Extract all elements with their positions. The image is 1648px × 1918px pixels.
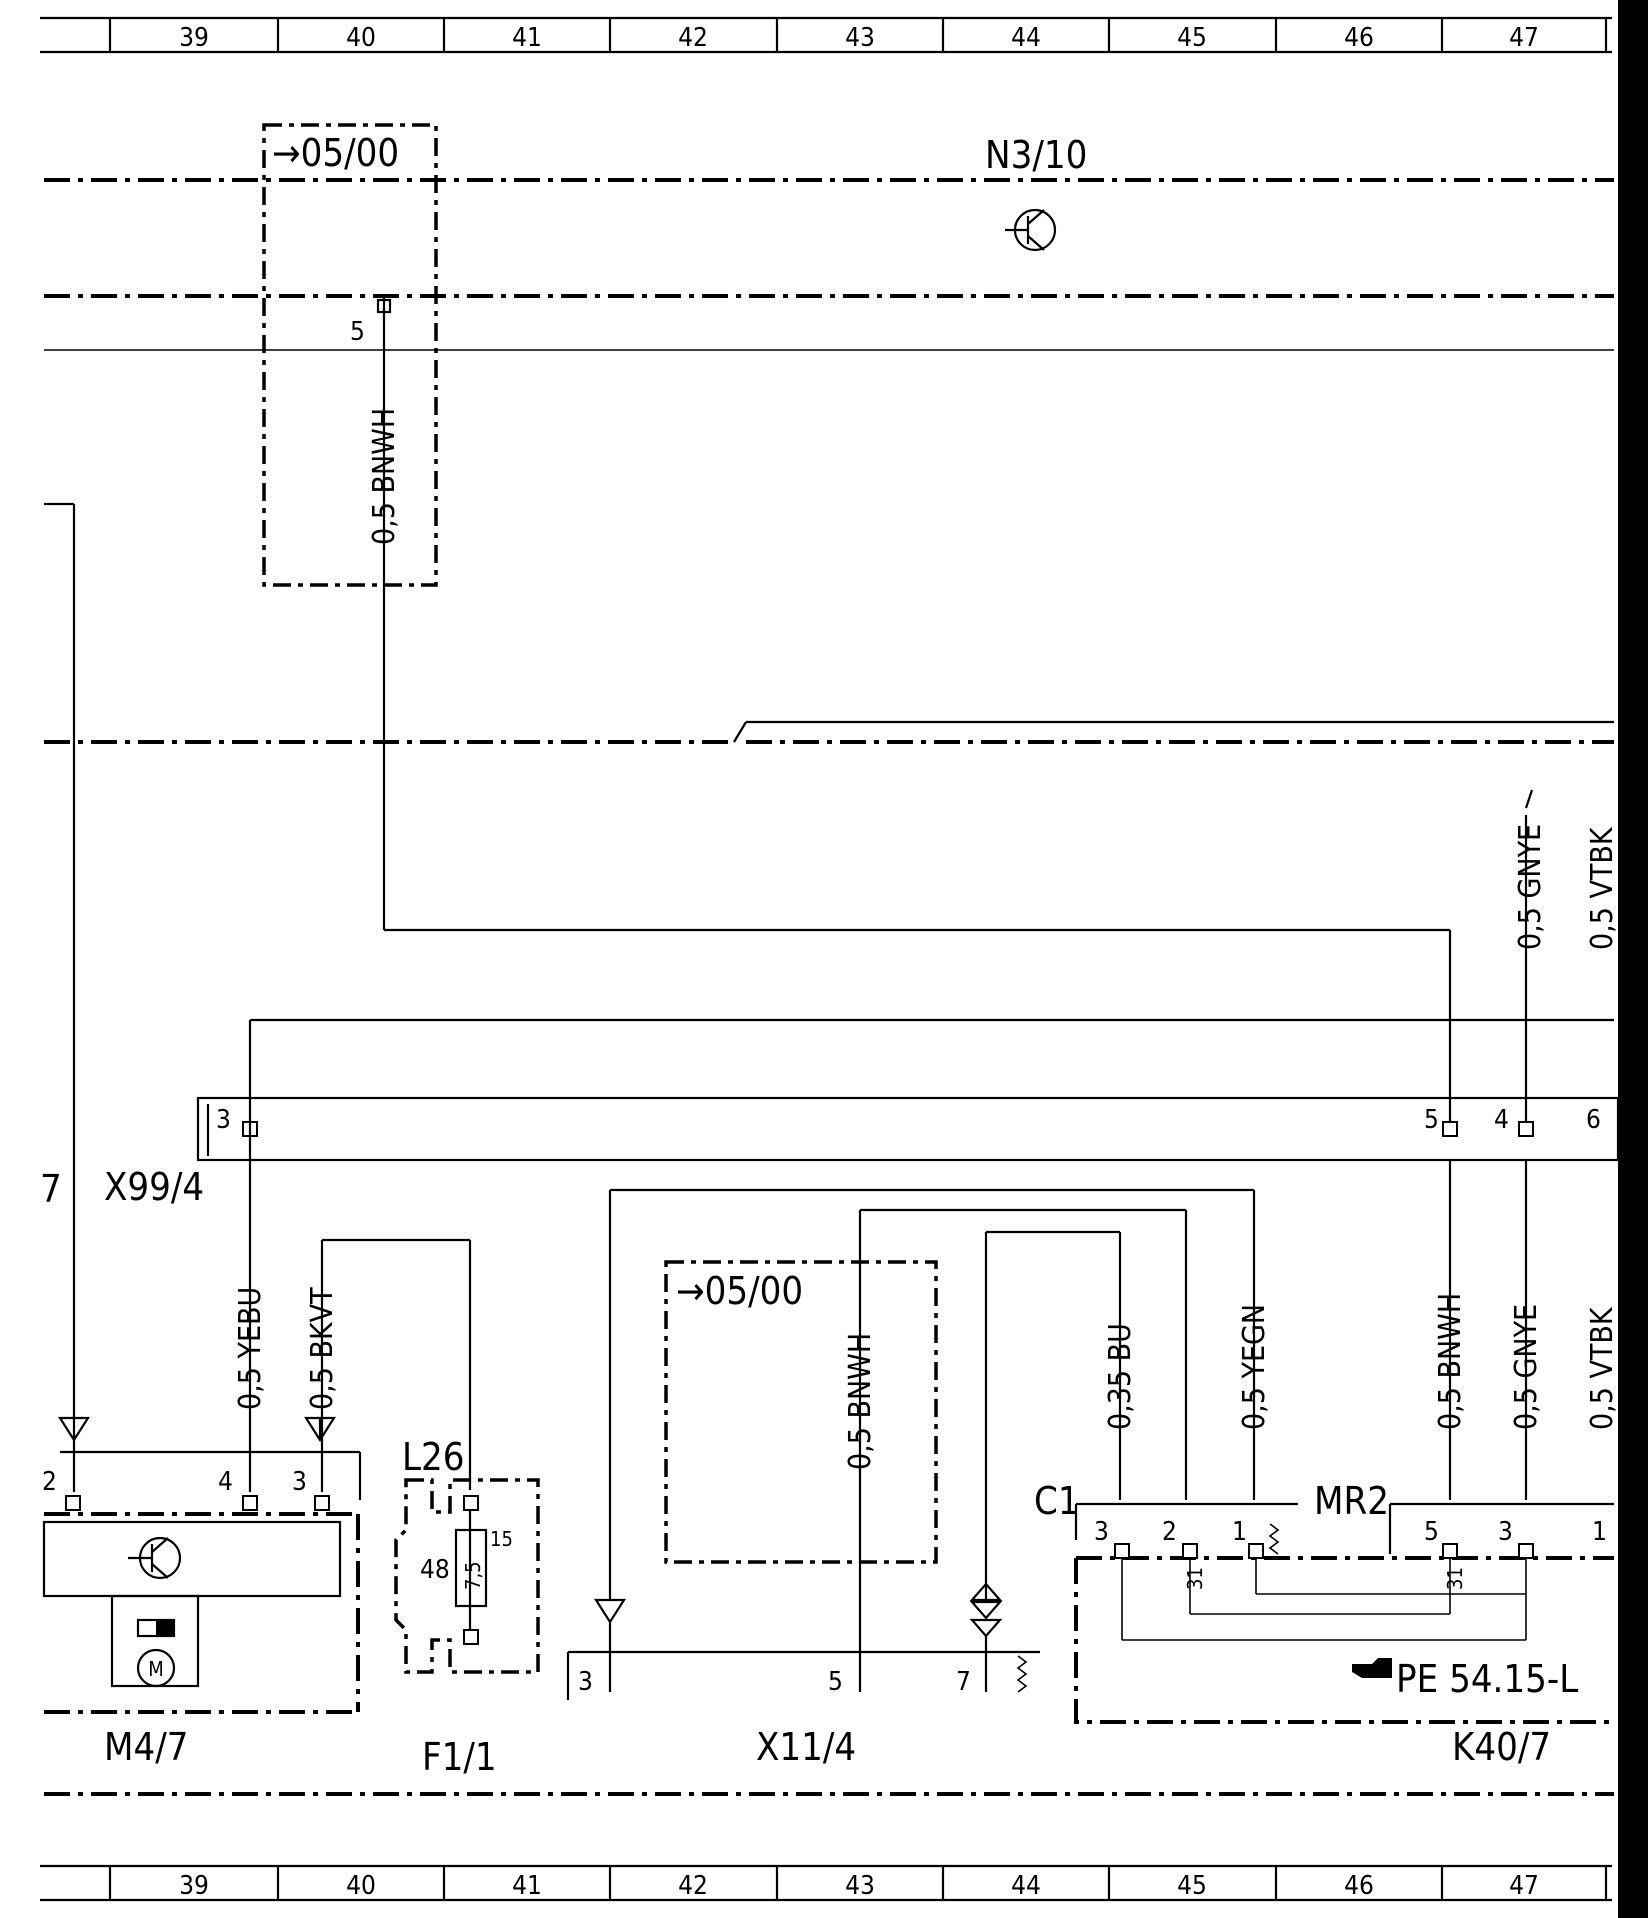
n3-10-label: N3/10 — [985, 133, 1087, 177]
grid-label-43: 43 — [845, 23, 875, 53]
k40-7-module: C1 MR2 3 2 1 5 3 1 31 31 PE 54.15-L K40/… — [1034, 1479, 1614, 1769]
grid-ruler-bottom: 39 40 41 42 43 44 45 46 47 — [40, 1864, 1612, 1902]
right-border — [1618, 0, 1648, 1918]
m4-pin-4: 4 — [218, 1467, 233, 1497]
f1-pin-15: 15 — [490, 1527, 513, 1551]
wire-label-gnye-upper: 0,5 GNYE — [1513, 824, 1548, 950]
grid-label-40-bottom: 40 — [346, 1871, 376, 1901]
x11-pin-3: 3 — [578, 1667, 593, 1697]
ref-05-00-upper: →05/00 — [272, 131, 399, 175]
m4-pin-2: 2 — [42, 1467, 57, 1497]
l26-label: L26 — [402, 1435, 465, 1479]
wire-label-k40-gnye: 0,5 GNYE — [1509, 1304, 1544, 1430]
wire-label-top-bnwh: 0,5 BNWH — [367, 408, 402, 545]
x99-pin-6: 6 — [1586, 1105, 1601, 1135]
middle-band — [44, 720, 1614, 744]
x11-4-wires: 0,5 BNWH 0,35 BU 0,5 YEGN — [608, 1188, 1272, 1692]
wire-bnwh-top: 5 0,5 BNWH — [350, 296, 1452, 1125]
version-box-upper: →05/00 — [262, 123, 438, 587]
k40-pin-2: 2 — [1162, 1517, 1177, 1547]
wire-gnye-upper: 0,5 GNYE — [1513, 789, 1548, 1125]
k40-pin-1: 1 — [1232, 1517, 1247, 1547]
grid-label-43-bottom: 43 — [845, 1871, 875, 1901]
f1-1-label: F1/1 — [422, 1735, 497, 1779]
resistor-icon — [1016, 1655, 1028, 1693]
grid-label-44: 44 — [1011, 23, 1041, 53]
k40-pin-3: 3 — [1094, 1517, 1109, 1547]
n3-pin-5: 5 — [350, 317, 365, 347]
wire-label-bkvt: 0,5 BKVT — [305, 1287, 340, 1410]
fuse-rating: 7,5 — [461, 1561, 485, 1590]
c1-label: C1 — [1034, 1479, 1080, 1523]
resistor-icon — [1268, 1523, 1280, 1555]
wire-bkvt: 0,5 BKVT — [305, 1238, 472, 1492]
wire-label-yegn: 0,5 YEGN — [1237, 1304, 1272, 1430]
grid-label-45: 45 — [1177, 23, 1207, 53]
wire-left-edge: 7 — [40, 502, 76, 1440]
wire-label-vtbk-upper: 0,5 VTBK — [1585, 826, 1620, 950]
grid-label-41-bottom: 41 — [512, 1871, 542, 1901]
x11-pin-5: 5 — [828, 1667, 843, 1697]
k40-pin-31a: 31 — [1183, 1567, 1207, 1590]
f1-1-fuse-block: L26 7,5 48 15 F1/1 — [394, 1435, 540, 1779]
version-box-lower: →05/00 — [664, 1260, 938, 1564]
grid-label-39-bottom: 39 — [179, 1871, 209, 1901]
k40-pin-1b: 1 — [1592, 1517, 1607, 1547]
grid-label-41: 41 — [512, 23, 542, 53]
x11-pin-7: 7 — [956, 1667, 971, 1697]
x99-pin-4: 4 — [1494, 1105, 1509, 1135]
svg-text:M: M — [148, 1657, 164, 1681]
wire-label-yebu: 0,5 YEBU — [233, 1287, 268, 1410]
ref-05-00-lower: →05/00 — [676, 1269, 803, 1313]
grid-label-40: 40 — [346, 23, 376, 53]
f1-pin-48: 48 — [420, 1555, 450, 1585]
grid-label-46-bottom: 46 — [1344, 1871, 1374, 1901]
transistor-icon — [1005, 208, 1057, 252]
pointing-hand-icon — [1352, 1658, 1392, 1678]
wire-label-k40-bnwh: 0,5 BNWH — [1433, 1293, 1468, 1430]
m4-pin-3: 3 — [292, 1467, 307, 1497]
m4-7-label: M4/7 — [104, 1725, 189, 1769]
wire-label-bu: 0,35 BU — [1103, 1323, 1138, 1430]
m4-7-component: 2 4 3 M M4/7 — [42, 1416, 362, 1769]
ground-icon-m4-right — [303, 1416, 337, 1443]
grid-label-42-bottom: 42 — [678, 1871, 708, 1901]
grid-label-46: 46 — [1344, 23, 1374, 53]
x99-pin-3: 3 — [216, 1105, 231, 1135]
x99-4-label: X99/4 — [104, 1165, 204, 1209]
k40-pin-3b: 3 — [1498, 1517, 1513, 1547]
x11-4-label: X11/4 — [756, 1725, 856, 1769]
wire-k40-bnwh: 0,5 BNWH — [1433, 1160, 1468, 1500]
grid-label-42: 42 — [678, 23, 708, 53]
wire-label-vtbk-lower: 0,5 VTBK — [1585, 1306, 1620, 1430]
wire-k40-gnye: 0,5 GNYE — [1509, 1160, 1544, 1500]
pin-left-edge-7: 7 — [40, 1167, 62, 1211]
x99-pin-5: 5 — [1424, 1105, 1439, 1135]
wire-label-x11-bnwh: 0,5 BNWH — [843, 1333, 878, 1470]
k40-pin-5: 5 — [1424, 1517, 1439, 1547]
transistor-icon — [128, 1536, 182, 1580]
k40-pin-31b: 31 — [1443, 1567, 1467, 1590]
fuse-icon: 7,5 — [454, 1510, 488, 1630]
mr2-label: MR2 — [1314, 1479, 1389, 1523]
ground-icon-x11 — [593, 1598, 627, 1692]
motor-icon: M — [136, 1648, 176, 1688]
wire-yebu: 0,5 YEBU — [233, 1020, 268, 1492]
grid-label-39: 39 — [179, 23, 209, 53]
grid-label-47: 47 — [1509, 23, 1539, 53]
grid-label-44-bottom: 44 — [1011, 1871, 1041, 1901]
pe-reference: PE 54.15-L — [1396, 1657, 1578, 1701]
n3-10-control-unit: N3/10 — [44, 133, 1614, 351]
ground-icon-x11-double — [969, 1582, 1003, 1692]
ground-icon-m4-left — [57, 1416, 91, 1492]
grid-label-47-bottom: 47 — [1509, 1871, 1539, 1901]
k40-7-label: K40/7 — [1452, 1725, 1551, 1769]
x99-4-connector: 3 5 4 6 X99/4 — [104, 1096, 1620, 1209]
grid-ruler-top: 39 40 41 42 43 44 45 46 47 — [40, 16, 1612, 54]
grid-label-45-bottom: 45 — [1177, 1871, 1207, 1901]
x11-4-connector: 3 5 7 X11/4 — [566, 1582, 1040, 1769]
